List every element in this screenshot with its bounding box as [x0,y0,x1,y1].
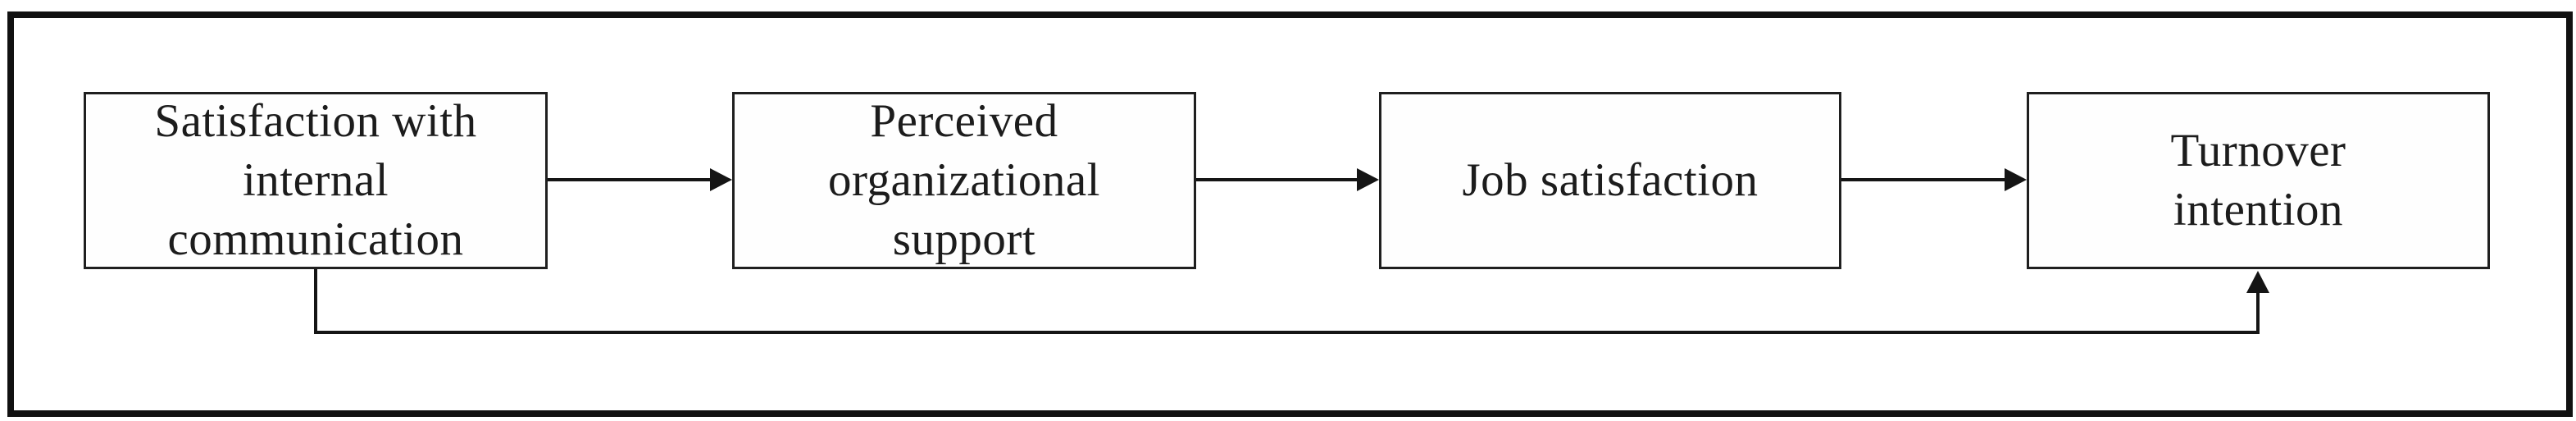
arrowhead-right-icon [710,168,732,191]
arrowhead-right-icon [1357,168,1379,191]
arrowhead-right-icon [2005,168,2027,191]
edge-line-communication-to-support [548,178,714,181]
node-perceived-organizational-support: Perceived organizational support [732,92,1196,269]
edge-elbow-rise-segment [2256,287,2260,334]
edge-line-job-satisfaction-to-turnover [1841,178,2008,181]
node-turnover-intention: Turnover intention [2027,92,2490,269]
node-satisfaction-with-internal-communication: Satisfaction with internal communication [84,92,548,269]
edge-elbow-bottom-segment [314,331,2260,334]
edge-elbow-drop-segment [314,269,317,334]
node-job-satisfaction: Job satisfaction [1379,92,1841,269]
arrowhead-up-icon [2246,271,2269,293]
edge-line-support-to-job-satisfaction [1196,178,1361,181]
